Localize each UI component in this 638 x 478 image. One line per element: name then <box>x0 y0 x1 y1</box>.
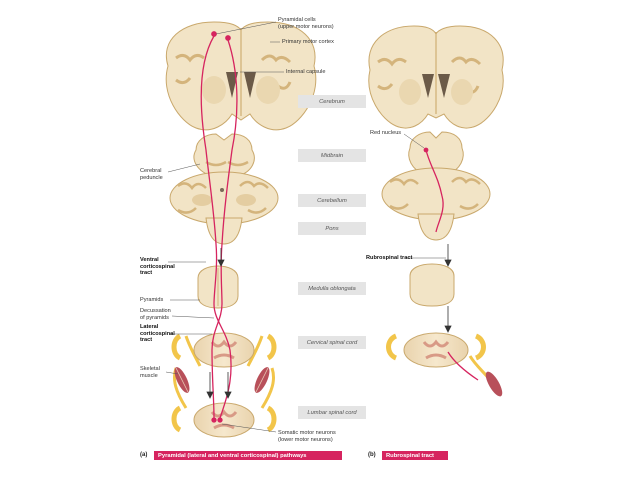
panel-b-cerebellum-pons <box>381 167 491 241</box>
caption-b-box: Rubrospinal tract <box>382 451 448 460</box>
region-label-cerebrum: Cerebrum <box>298 95 366 108</box>
panel-a-leader-lines <box>165 21 284 433</box>
caption-a-box: Pyramidal (lateral and ventral corticosp… <box>154 451 342 460</box>
panel-b-cerebrum <box>368 25 504 129</box>
label-internal-capsule: Internal capsule <box>286 69 326 75</box>
label-skeletal-muscle: Skeletal muscle <box>140 366 160 379</box>
region-label-medulla-oblongata: Medulla oblongata <box>298 282 366 295</box>
label-pyramids: Pyramids <box>140 297 164 303</box>
label-lateral-corticospinal-tract: Lateral corticospinal tract <box>140 324 175 344</box>
panel-b-leader-lines <box>403 133 446 259</box>
region-label-cervical-spinal-cord: Cervical spinal cord <box>298 336 366 349</box>
caption-a-letter: (a) <box>140 452 148 458</box>
label-rubrospinal-tract: Rubrospinal tract <box>366 255 413 261</box>
region-label-cerebellum: Cerebellum <box>298 194 366 207</box>
panel-a-medulla <box>197 265 239 309</box>
caption-b-letter: (b) <box>368 452 376 458</box>
panel-b-medulla <box>409 263 455 307</box>
label-cerebral-peduncle: Cerebral peduncle <box>140 168 163 181</box>
panel-a-skeletal-muscles <box>174 367 270 393</box>
label-primary-motor-cortex: Primary motor cortex <box>282 39 334 45</box>
label-decussation-of-pyramids: Decussation of pyramids <box>140 308 171 321</box>
panel-a-midbrain <box>193 133 255 177</box>
panel-b-midbrain <box>408 131 464 175</box>
label-somatic-motor-neurons: Somatic motor neurons (lower motor neuro… <box>278 430 336 443</box>
panel-a-arrows <box>206 248 232 399</box>
panel-a-cervical-cord <box>171 332 277 368</box>
panel-b-arrows <box>444 244 452 333</box>
panel-b-rubrospinal-tract <box>425 149 479 381</box>
label-ventral-corticospinal-tract: Ventral corticospinal tract <box>140 257 175 277</box>
region-label-lumbar-spinal-cord: Lumbar spinal cord <box>298 406 366 419</box>
label-pyramidal-cells: Pyramidal cells (upper motor neurons) <box>278 17 334 30</box>
panel-a-cerebrum <box>165 21 317 131</box>
label-red-nucleus: Red nucleus <box>370 130 402 136</box>
region-label-pons: Pons <box>298 222 366 235</box>
panel-a-cerebellum-pons <box>169 171 279 245</box>
panel-b-cervical-cord <box>386 332 503 397</box>
region-label-midbrain: Midbrain <box>298 149 366 162</box>
panel-a-lumbar-cord <box>171 367 277 438</box>
